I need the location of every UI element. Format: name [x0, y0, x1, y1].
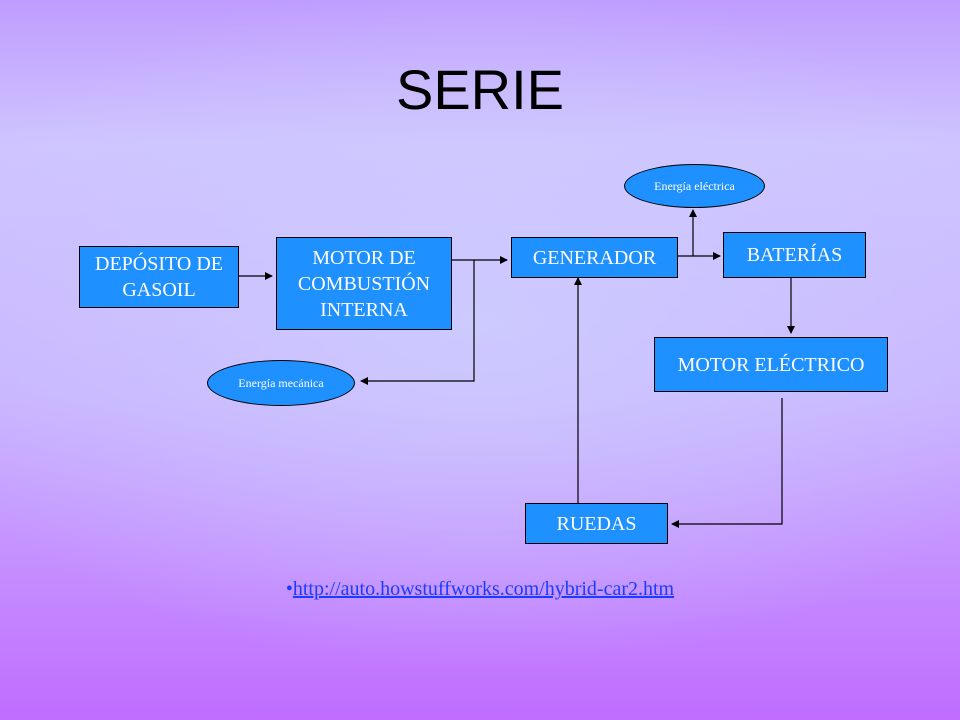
box-motor-de-combustion-interna: MOTOR DE COMBUSTIÓN INTERNA	[276, 237, 452, 330]
box-deposito-de-gasoil: DEPÓSITO DE GASOIL	[79, 246, 239, 308]
box-ruedas: RUEDAS	[525, 503, 668, 544]
arrow-motor-to-energia-mecanica	[360, 260, 475, 385]
bullet: •	[285, 578, 293, 600]
box-baterias: BATERÍAS	[723, 232, 866, 278]
ellipse-energia-mecanica: Energía mecánica	[207, 360, 355, 406]
slide-title: SERIE	[395, 58, 565, 121]
ellipse-energia-electrica: Energía eléctrica	[624, 164, 765, 208]
reference-line: •http://auto.howstuffworks.com/hybrid-ca…	[0, 578, 960, 601]
box-motor-electrico: MOTOR ELÉCTRICO	[654, 337, 888, 392]
box-generador: GENERADOR	[511, 237, 678, 278]
arrow-motor-electrico-to-ruedas	[671, 398, 783, 528]
reference-link[interactable]: http://auto.howstuffworks.com/hybrid-car…	[292, 578, 675, 600]
